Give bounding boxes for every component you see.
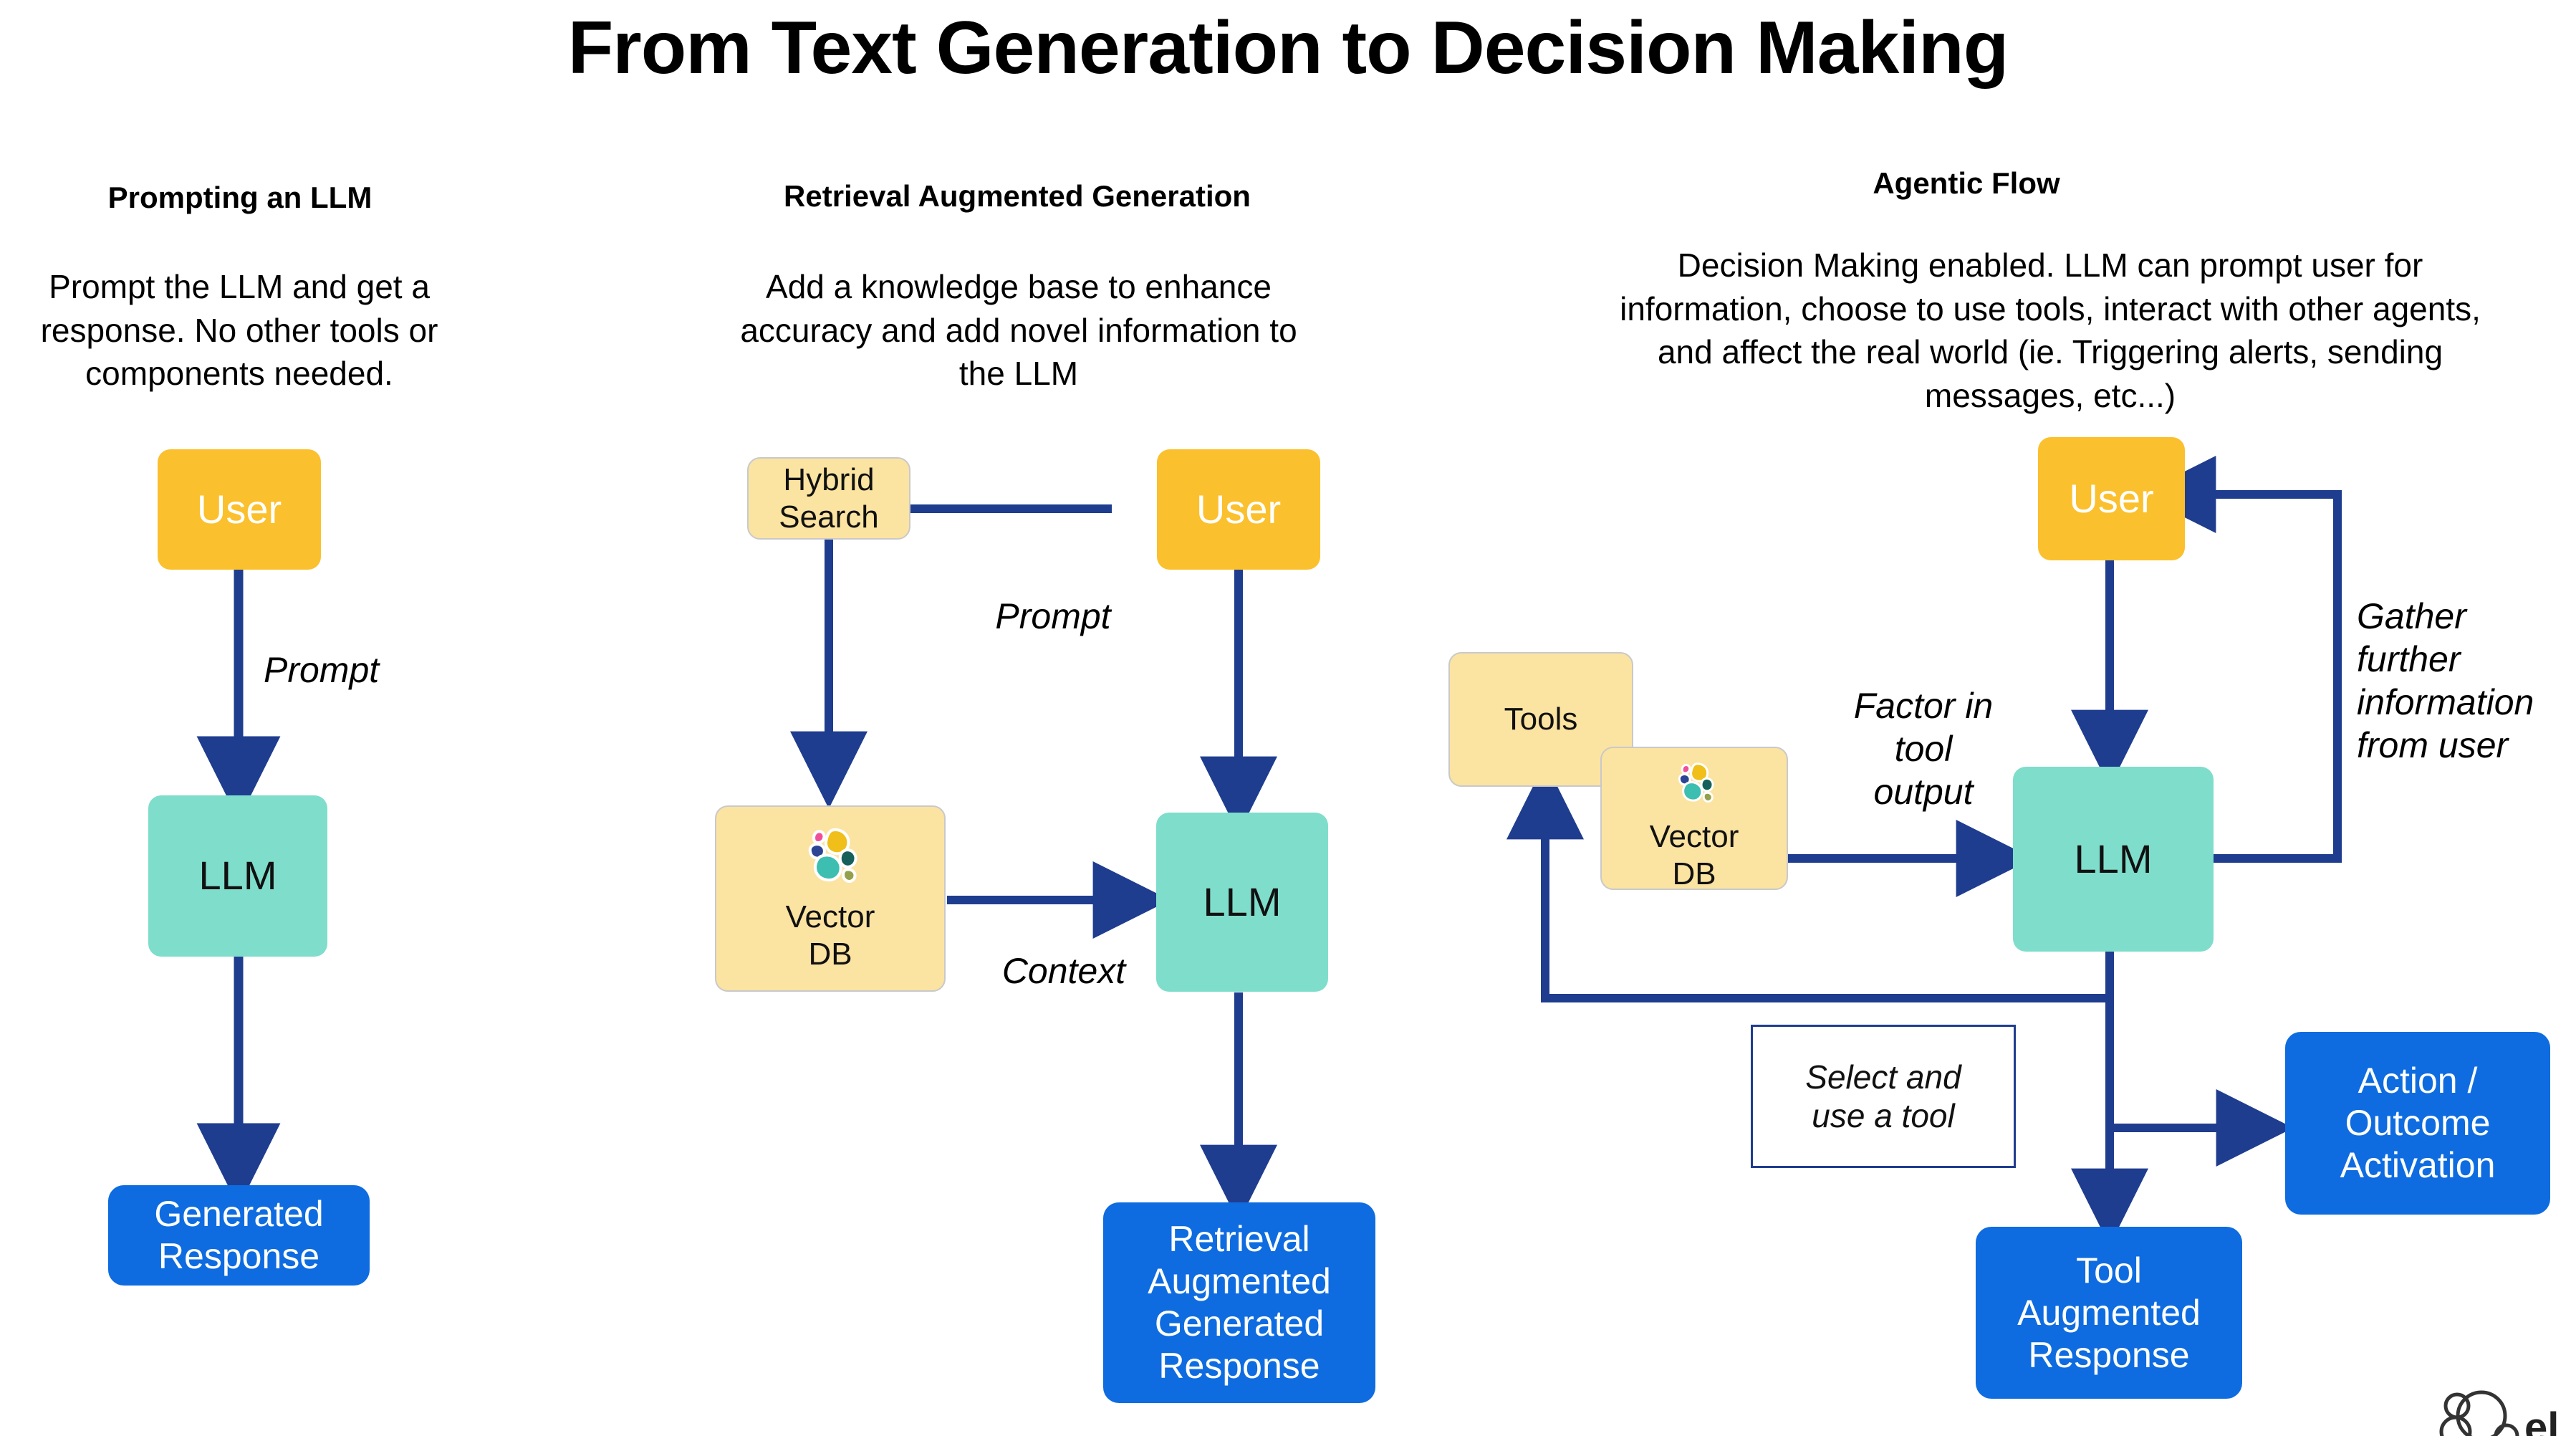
edge-label-factor-tool-output-col3: Factor in tool output bbox=[1834, 684, 2013, 813]
node-label-line4: Response bbox=[1158, 1346, 1320, 1386]
column-1-heading: Prompting an LLM bbox=[107, 181, 373, 214]
node-label-line2: Response bbox=[158, 1236, 320, 1276]
node-label-line1: Select and bbox=[1805, 1058, 1961, 1096]
node-label: LLM bbox=[2074, 836, 2153, 881]
edge-label-prompt-col2: Prompt bbox=[938, 595, 1168, 638]
node-label-line3: Generated bbox=[1154, 1303, 1325, 1344]
node-label-line3: Response bbox=[2028, 1334, 2190, 1375]
edge-label-line1: Factor in bbox=[1853, 686, 1994, 726]
elasticsearch-logo-icon bbox=[1673, 760, 1716, 811]
node-vector-db-col2[interactable]: Vector DB bbox=[715, 805, 946, 992]
node-label-line2: DB bbox=[808, 936, 852, 972]
edge-label-text: Prompt bbox=[264, 650, 380, 690]
edge-label-text: Context bbox=[1001, 951, 1126, 991]
node-rag-response-col2[interactable]: Retrieval Augmented Generated Response bbox=[1103, 1202, 1375, 1403]
node-label-line3: Activation bbox=[2340, 1145, 2496, 1185]
node-label: LLM bbox=[198, 853, 277, 899]
node-label-line2: Outcome bbox=[2345, 1103, 2491, 1143]
node-user-col2[interactable]: User bbox=[1157, 449, 1320, 570]
svg-text:el: el bbox=[2524, 1404, 2559, 1436]
node-label: Tools bbox=[1504, 702, 1578, 737]
node-label-line2: use a tool bbox=[1812, 1097, 1955, 1134]
node-tool-augmented-response-col3[interactable]: Tool Augmented Response bbox=[1976, 1227, 2242, 1399]
node-user-col3[interactable]: User bbox=[2038, 437, 2185, 560]
node-action-outcome-activation-col3[interactable]: Action / Outcome Activation bbox=[2285, 1032, 2550, 1215]
node-llm-col1[interactable]: LLM bbox=[148, 795, 327, 957]
node-hybrid-search-col2[interactable]: Hybrid Search bbox=[747, 457, 910, 540]
column-2-heading: Retrieval Augmented Generation bbox=[784, 179, 1251, 213]
node-llm-col3[interactable]: LLM bbox=[2013, 767, 2214, 952]
column-3-heading: Agentic Flow bbox=[1873, 166, 2060, 200]
node-label-line2: DB bbox=[1672, 856, 1716, 891]
node-label-line2: Augmented bbox=[2017, 1292, 2201, 1333]
node-label-line1: Retrieval bbox=[1168, 1219, 1310, 1259]
node-label: User bbox=[1196, 486, 1282, 532]
node-user-col1[interactable]: User bbox=[158, 449, 321, 570]
edge-label-context-col2: Context bbox=[960, 949, 1168, 992]
node-llm-col2[interactable]: LLM bbox=[1156, 813, 1328, 992]
node-label-line1: Generated bbox=[154, 1194, 324, 1234]
page-title: From Text Generation to Decision Making bbox=[567, 6, 2009, 90]
edge-label-line2: tool bbox=[1894, 729, 1953, 769]
node-label-line1: Hybrid bbox=[783, 461, 875, 497]
edge-label-line2: further bbox=[2357, 639, 2461, 679]
node-label-line1: Tool bbox=[2076, 1250, 2142, 1291]
node-label: LLM bbox=[1203, 879, 1282, 924]
elasticsearch-logo-icon bbox=[801, 824, 860, 891]
node-label-line1: Vector bbox=[785, 899, 875, 934]
edge-label-gather-info-col3: Gather further information from user bbox=[2357, 595, 2565, 767]
edge-label-line4: from user bbox=[2357, 725, 2509, 765]
node-label-line1: Action / bbox=[2358, 1061, 2478, 1101]
edge-label-text: Prompt bbox=[995, 596, 1111, 636]
node-label-line1: Vector bbox=[1649, 818, 1739, 854]
edge-label-line3: output bbox=[1873, 772, 1974, 812]
elastic-wordmark-icon: el bbox=[2426, 1376, 2576, 1436]
node-generated-response-col1[interactable]: Generated Response bbox=[108, 1185, 370, 1286]
node-select-and-use-tool-col3[interactable]: Select and use a tool bbox=[1751, 1025, 2016, 1168]
column-1-description: Prompt the LLM and get a response. No ot… bbox=[40, 268, 438, 393]
node-label-line2: Search bbox=[779, 499, 879, 535]
node-label: User bbox=[2069, 475, 2154, 521]
node-label-line2: Augmented bbox=[1148, 1261, 1331, 1301]
node-vector-db-col3[interactable]: Vector DB bbox=[1600, 747, 1788, 891]
edge-label-prompt-col1: Prompt bbox=[264, 648, 479, 691]
edge-label-line3: information bbox=[2357, 682, 2534, 722]
edge-label-line1: Gather bbox=[2357, 596, 2466, 636]
column-3-description: Decision Making enabled. LLM can prompt … bbox=[1620, 246, 2481, 415]
column-2-description: Add a knowledge base to enhance accuracy… bbox=[740, 268, 1297, 393]
node-label: User bbox=[196, 486, 282, 532]
